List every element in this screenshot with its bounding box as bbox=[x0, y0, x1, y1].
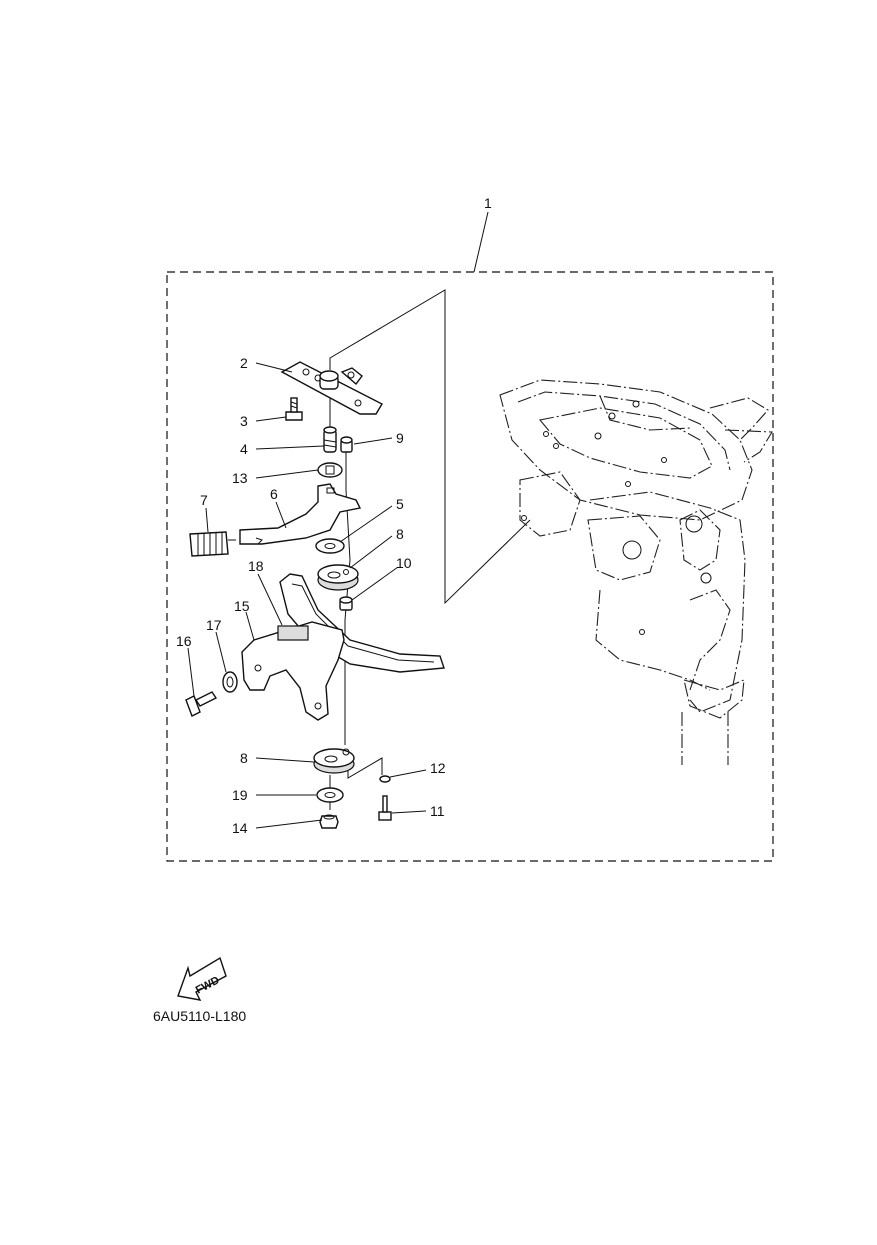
callout-19: 19 bbox=[232, 787, 248, 803]
callout-1: 1 bbox=[484, 195, 492, 211]
part-13-washer bbox=[317, 462, 343, 478]
part-2-plate bbox=[280, 361, 383, 415]
callout-leaders bbox=[187, 362, 427, 829]
callout-3: 3 bbox=[240, 413, 248, 429]
callout-5: 5 bbox=[396, 496, 404, 512]
drawing-code: 6AU5110-L180 bbox=[153, 1008, 247, 1024]
part-14-nut bbox=[319, 814, 339, 829]
callout-13: 13 bbox=[232, 470, 248, 486]
assembly-lines bbox=[329, 289, 531, 810]
part-8-bushing-lower bbox=[313, 748, 355, 774]
part-8-bushing-upper bbox=[317, 564, 359, 591]
part-17-washer bbox=[222, 671, 238, 693]
callout-10: 10 bbox=[396, 555, 412, 571]
part-7-spring bbox=[189, 531, 236, 557]
callout-12: 12 bbox=[430, 760, 446, 776]
part-5-washer bbox=[315, 538, 345, 554]
part-3-bolt bbox=[285, 397, 303, 421]
part-4-pin bbox=[323, 426, 337, 453]
part-12-washer bbox=[379, 775, 391, 783]
fwd-arrow-icon: FWD bbox=[177, 956, 227, 1001]
part-15-bracket bbox=[241, 621, 345, 721]
callout-14: 14 bbox=[232, 820, 248, 836]
callout-11: 11 bbox=[430, 803, 445, 819]
callout-9: 9 bbox=[396, 430, 404, 446]
part-19-washer bbox=[316, 787, 344, 803]
callout-6: 6 bbox=[270, 486, 278, 502]
assembly-boundary bbox=[166, 271, 774, 862]
callout-18: 18 bbox=[248, 558, 264, 574]
motor-bracket-phantom bbox=[499, 379, 773, 765]
part-16-bolt bbox=[185, 691, 218, 717]
part-9-collar bbox=[340, 436, 353, 453]
part-10-collar bbox=[339, 596, 353, 611]
callout-8-upper: 8 bbox=[396, 526, 404, 542]
part-6-lever bbox=[239, 483, 362, 545]
callout-15: 15 bbox=[234, 598, 250, 614]
part-11-bolt bbox=[378, 795, 392, 821]
callout-labels: 2 3 4 9 13 7 6 5 8 10 18 15 17 16 8 12 1… bbox=[176, 355, 446, 836]
callout-8-lower: 8 bbox=[240, 750, 248, 766]
callout-17: 17 bbox=[206, 617, 222, 633]
callout-4: 4 bbox=[240, 441, 248, 457]
callout-7: 7 bbox=[200, 492, 208, 508]
callout-2: 2 bbox=[240, 355, 248, 371]
callout-16: 16 bbox=[176, 633, 192, 649]
